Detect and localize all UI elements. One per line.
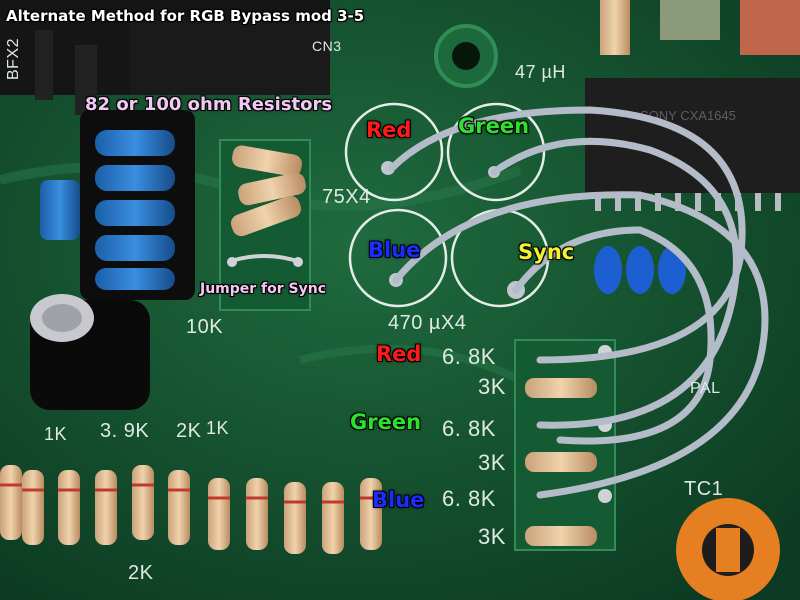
ferrite-beads [40, 110, 195, 300]
silk-inductor: 47 µH [515, 62, 566, 82]
res-red-label: Red [376, 342, 422, 366]
silk-bfx2: BFX2 [5, 37, 22, 80]
resistors-label: 82 or 100 ohm Resistors [85, 94, 333, 115]
silk-2k-b: 2K [128, 562, 154, 584]
rgb-wires [388, 106, 769, 499]
silk-1k-b: 1K [206, 418, 230, 438]
silk-3k-2: 3K [478, 450, 506, 475]
blue-capacitors [594, 246, 686, 294]
silk-cn3: CN3 [312, 38, 342, 54]
silk-pal: PAL [690, 380, 721, 397]
added-resistors [219, 139, 311, 311]
silk-3k-1: 3K [478, 374, 506, 399]
page-title: Alternate Method for RGB Bypass mod 3-5 [6, 7, 365, 25]
silk-68k-3: 6. 8K [442, 486, 496, 511]
silk-cap-top: 75X4 [322, 186, 371, 208]
cap-sync-label: Sync [518, 240, 575, 264]
cap-blue-label: Blue [368, 238, 421, 262]
silk-cap-bottom: 470 µX4 [388, 312, 467, 334]
res-green-label: Green [350, 410, 422, 434]
cap-red-label: Red [366, 118, 412, 142]
silk-1k-a: 1K [44, 424, 68, 444]
resistor-ladder [514, 339, 616, 551]
silk-2k-a: 2K [176, 420, 202, 442]
silk-3k-3: 3K [478, 524, 506, 549]
silk-39k: 3. 9K [100, 420, 150, 442]
trimmer-tc1 [676, 498, 780, 600]
res-blue-label: Blue [372, 488, 425, 512]
silk-68k-1: 6. 8K [442, 344, 496, 369]
electrolytic-capacitor [30, 294, 150, 410]
jumper-label: Jumper for Sync [200, 281, 327, 297]
ic-label: SONY CXA1645 [640, 108, 736, 123]
silk-68k-2: 6. 8K [442, 416, 496, 441]
silk-10k: 10K [186, 316, 224, 338]
cap-green-label: Green [458, 114, 530, 138]
silk-tc1: TC1 [684, 478, 724, 500]
